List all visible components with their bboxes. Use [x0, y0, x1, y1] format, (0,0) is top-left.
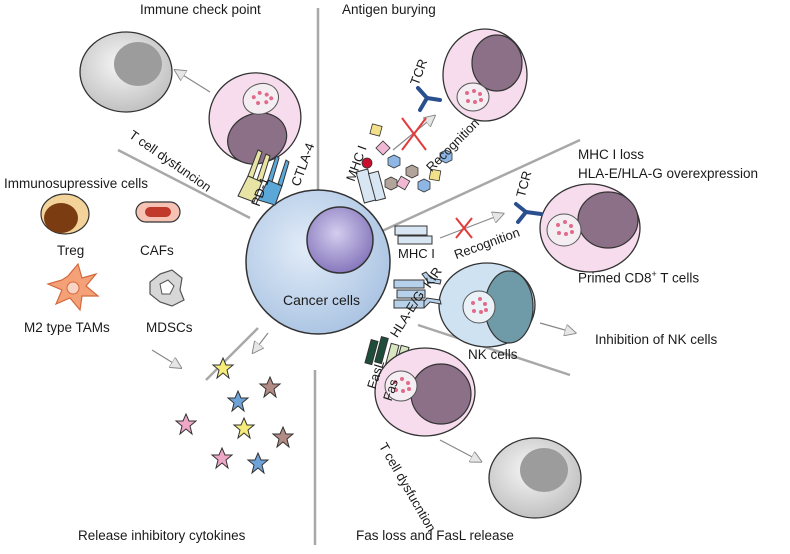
arrow-to-dead-cell — [178, 72, 211, 93]
arrow-cytokines-cancer — [255, 332, 269, 350]
cytokine-star-icon — [174, 356, 295, 475]
m2-tam-label: M2 type TAMs — [24, 320, 110, 335]
mdsc-icon — [149, 269, 185, 307]
caf-icon — [135, 201, 181, 223]
section-title-fas-loss: Fas loss and FasL release — [356, 528, 514, 543]
dead-cell-icon — [488, 437, 582, 519]
arrow-to-dead-cell — [439, 439, 478, 460]
section-title-inhibition-nk: Inhibition of NK cells — [595, 332, 718, 347]
peptide-icon — [369, 123, 453, 193]
t-cell-icon — [539, 183, 641, 273]
pd1-receptor — [237, 149, 271, 203]
dead-cell-icon — [79, 31, 173, 113]
section-title-immunosuppressive-cells: Immunosupressive cells — [4, 176, 149, 191]
ctla4-receptor — [257, 155, 290, 206]
mhc-i-top — [355, 157, 387, 204]
section-dividers — [117, 8, 581, 545]
section-title-immune-checkpoint: Immune check point — [140, 2, 261, 17]
section-title-release-cytokines: Release inhibitory cytokines — [78, 528, 246, 543]
tcr-receptor — [514, 202, 543, 224]
arrow-cytokines-left — [151, 349, 178, 366]
section-title-antigen-burying: Antigen burying — [342, 2, 436, 17]
treg-label: Treg — [57, 243, 85, 258]
caf-label: CAFs — [140, 243, 174, 258]
hla-eg-molecule — [393, 279, 426, 309]
blocked-recognition-right — [439, 215, 500, 239]
blocked-recognition-top — [392, 118, 432, 151]
cancer-cell-label: Cancer cells — [283, 292, 361, 308]
arrow-inhibition-nk — [539, 322, 572, 332]
treg-icon — [40, 193, 90, 235]
nk-cell-label: NK cells — [468, 347, 518, 362]
t-cell-icon — [208, 72, 302, 165]
m2-tam-icon — [46, 262, 100, 312]
t-cell-icon — [442, 28, 528, 122]
kir-receptor — [419, 271, 442, 309]
section-subtitle-hla-overexpression: HLA-E/HLA-G overexpression — [578, 166, 759, 181]
mhc-i-label-right: MHC I — [398, 246, 435, 261]
nk-cell-icon — [438, 262, 536, 348]
mhc-i-right — [394, 225, 433, 245]
section-title-mhc-loss: MHC I loss — [578, 147, 645, 162]
t-cell-icon — [374, 347, 476, 437]
cancer-cell — [245, 189, 391, 335]
primed-cd8-label: Primed CD8+ T cells — [578, 269, 700, 286]
tcr-receptor — [416, 86, 442, 112]
mdsc-label: MDSCs — [146, 320, 193, 335]
